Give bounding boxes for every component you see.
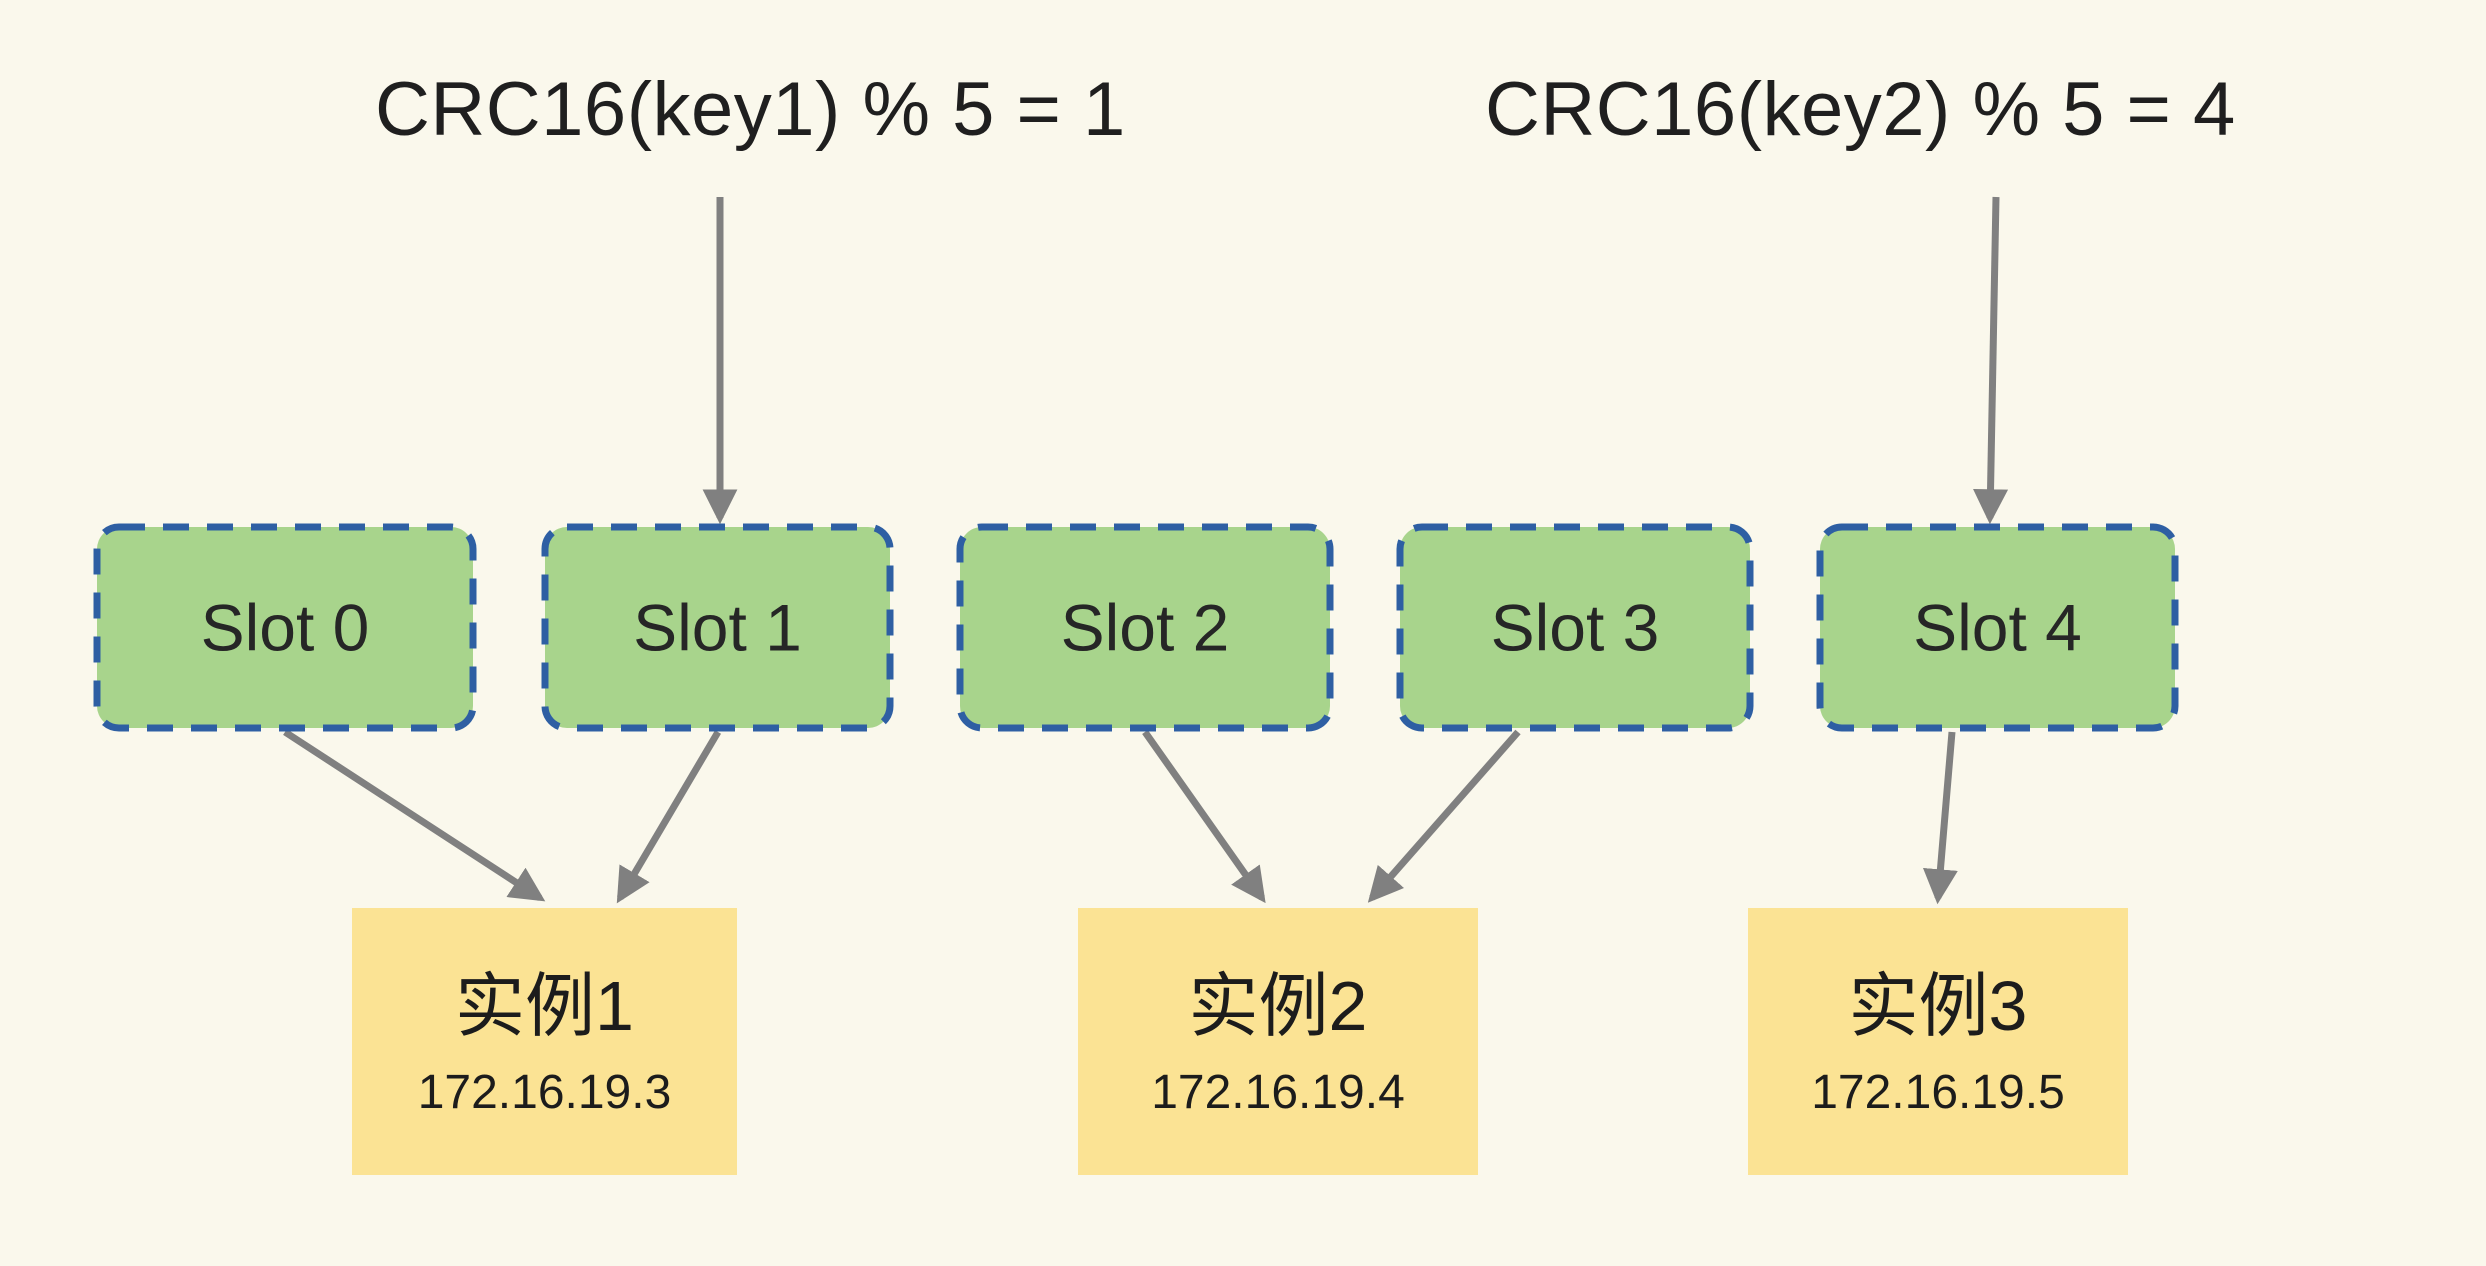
instance-ip-1: 172.16.19.3 (418, 1066, 672, 1119)
instance-title-3: 实例3 (1849, 967, 2028, 1045)
slot-box-3[interactable] (1396, 523, 1754, 732)
arrow-slot4-to-instance3 (1922, 731, 1958, 905)
slot-label-2: Slot 2 (1061, 591, 1230, 665)
arrow-key2-to-slot4 (1973, 196, 2009, 525)
instance-node-2[interactable]: 实例2 172.16.19.4 (1078, 908, 1478, 1175)
arrow-slot0-to-instance1 (283, 729, 546, 902)
formula-label-key1: CRC16(key1) % 5 = 1 (375, 67, 1126, 152)
slot-box-1[interactable] (541, 523, 894, 732)
slot-label-1: Slot 1 (633, 591, 802, 665)
instance-box-2[interactable] (1078, 908, 1478, 1175)
arrow-slot1-to-instance1 (616, 730, 722, 904)
slot-node-2[interactable]: Slot 2 (956, 523, 1334, 732)
instance-ip-3: 172.16.19.5 (1811, 1066, 2065, 1119)
arrow-slot2-to-instance2 (1142, 729, 1266, 904)
arrow-slot3-to-instance2 (1367, 729, 1521, 903)
instance-title-1: 实例1 (455, 967, 634, 1045)
instance-box-3[interactable] (1748, 908, 2128, 1175)
slot-box-0[interactable] (93, 523, 477, 732)
slot-label-3: Slot 3 (1491, 591, 1660, 665)
instance-box-1[interactable] (352, 908, 737, 1175)
instance-title-2: 实例2 (1189, 967, 1368, 1045)
slot-node-1[interactable]: Slot 1 (541, 523, 894, 732)
formula-label-key2: CRC16(key2) % 5 = 4 (1485, 67, 2236, 152)
slot-node-4[interactable]: Slot 4 (1816, 523, 2179, 732)
slot-node-0[interactable]: Slot 0 (93, 523, 477, 732)
slot-box-2[interactable] (956, 523, 1334, 732)
slot-node-3[interactable]: Slot 3 (1396, 523, 1754, 732)
instance-node-3[interactable]: 实例3 172.16.19.5 (1748, 908, 2128, 1175)
slot-label-0: Slot 0 (201, 591, 370, 665)
slot-label-4: Slot 4 (1913, 591, 2082, 665)
instance-node-1[interactable]: 实例1 172.16.19.3 (352, 908, 737, 1175)
slot-box-4[interactable] (1816, 523, 2179, 732)
instance-ip-2: 172.16.19.4 (1151, 1066, 1405, 1119)
